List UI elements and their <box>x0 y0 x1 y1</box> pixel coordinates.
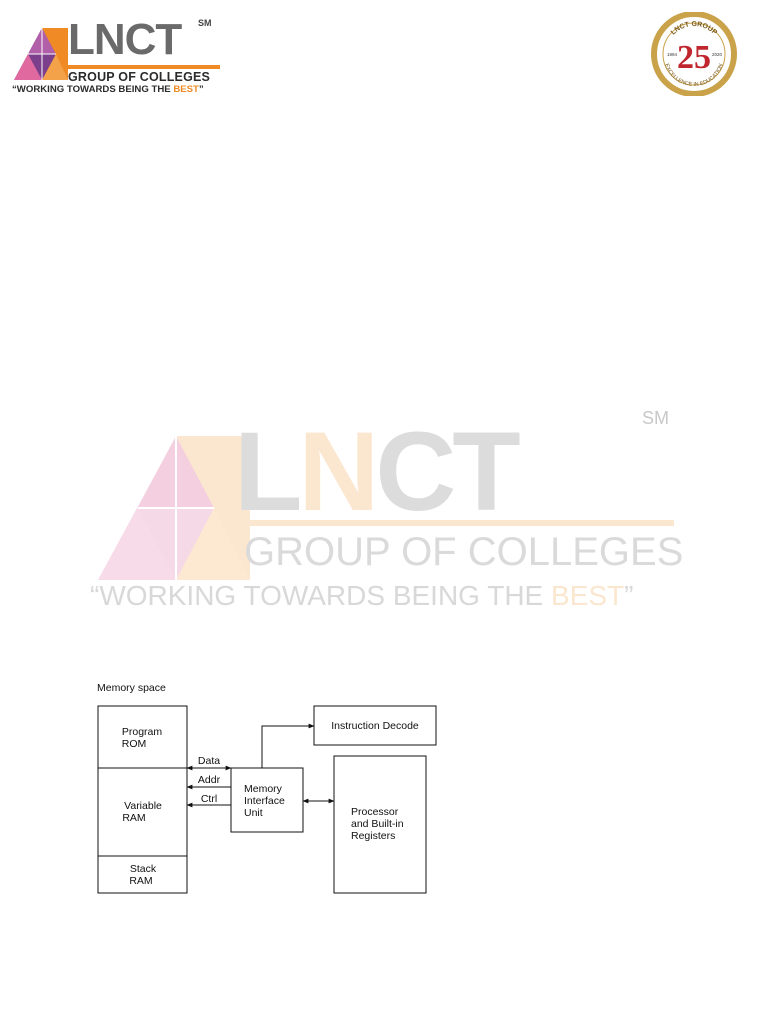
logo-sm-mark: SM <box>198 18 212 28</box>
ctrl-bus-label: Ctrl <box>201 793 217 805</box>
program-rom-line2: ROM <box>122 738 147 750</box>
badge-year-left: 1994 <box>667 52 678 57</box>
processor-box <box>333 755 427 894</box>
decode-connector-arrow <box>261 723 315 768</box>
logo-triangle-mark <box>14 28 68 80</box>
watermark-subtitle: GROUP OF COLLEGES <box>244 530 684 574</box>
stack-ram-line2: RAM <box>129 875 152 887</box>
processor-line2: and Built-in <box>351 818 404 830</box>
watermark-logo: LNCT SM GROUP OF COLLEGES “WORKING TOWAR… <box>90 408 684 618</box>
memory-space-box <box>97 705 188 894</box>
logo-tagline: “WORKING TOWARDS BEING THE BEST” <box>12 84 204 95</box>
instruction-decode-box <box>313 705 437 746</box>
tagline-best: BEST <box>173 84 199 95</box>
logo-underline <box>68 65 220 69</box>
program-rom-line1: Program <box>122 726 163 738</box>
badge-number: 25 <box>677 39 711 76</box>
memory-diagram: Memory space Program ROM Variable RAM St… <box>97 682 437 894</box>
watermark-tagline: “WORKING TOWARDS BEING THE BEST” <box>90 580 634 611</box>
addr-bus-label: Addr <box>198 774 221 786</box>
logo-subtitle: GROUP OF COLLEGES <box>68 70 211 84</box>
watermark-triangle-mark <box>98 436 250 580</box>
miu-line3: Unit <box>244 807 263 819</box>
anniversary-badge: LNCT GROUP EXCELLENCE IN EDUCATION 25 19… <box>650 11 738 97</box>
variable-ram-line2: RAM <box>122 812 145 824</box>
badge-year-right: 2020 <box>712 52 723 57</box>
logo-wordmark: LNCT <box>68 15 182 64</box>
variable-ram-line1: Variable <box>124 800 162 812</box>
instruction-decode-label: Instruction Decode <box>331 720 419 732</box>
miu-line1: Memory <box>244 783 283 795</box>
miu-line2: Interface <box>244 795 285 807</box>
watermark-underline <box>244 520 674 526</box>
data-bus-label: Data <box>198 755 220 767</box>
header-logo: LNCT SM GROUP OF COLLEGES “WORKING TOWAR… <box>12 15 220 95</box>
watermark-sm-mark: SM <box>642 408 669 428</box>
stack-ram-line1: Stack <box>130 863 157 875</box>
processor-line1: Processor <box>351 806 399 818</box>
memory-space-title: Memory space <box>97 682 166 694</box>
processor-line3: Registers <box>351 830 395 842</box>
watermark-wordmark: LNCT <box>234 409 521 534</box>
